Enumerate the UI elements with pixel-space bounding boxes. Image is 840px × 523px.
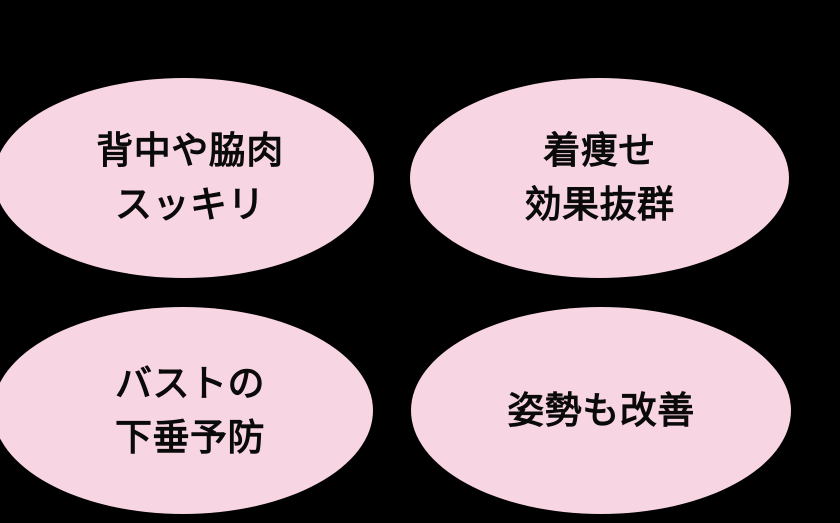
benefit-bubble-back-sides-label: 背中や脇肉 スッキリ <box>96 129 284 226</box>
benefit-bubble-slimming: 着痩せ 効果抜群 <box>410 78 789 278</box>
benefit-bubble-bust-sag-label: バストの 下垂予防 <box>115 361 265 459</box>
benefit-bubble-posture-label: 姿勢も改善 <box>507 388 695 432</box>
benefit-bubble-slimming-label: 着痩せ 効果抜群 <box>524 129 675 226</box>
benefit-bubble-back-sides: 背中や脇肉 スッキリ <box>0 78 374 278</box>
benefit-bubble-posture: 姿勢も改善 <box>411 307 791 514</box>
benefit-bubble-bust-sag: バストの 下垂予防 <box>0 307 373 514</box>
